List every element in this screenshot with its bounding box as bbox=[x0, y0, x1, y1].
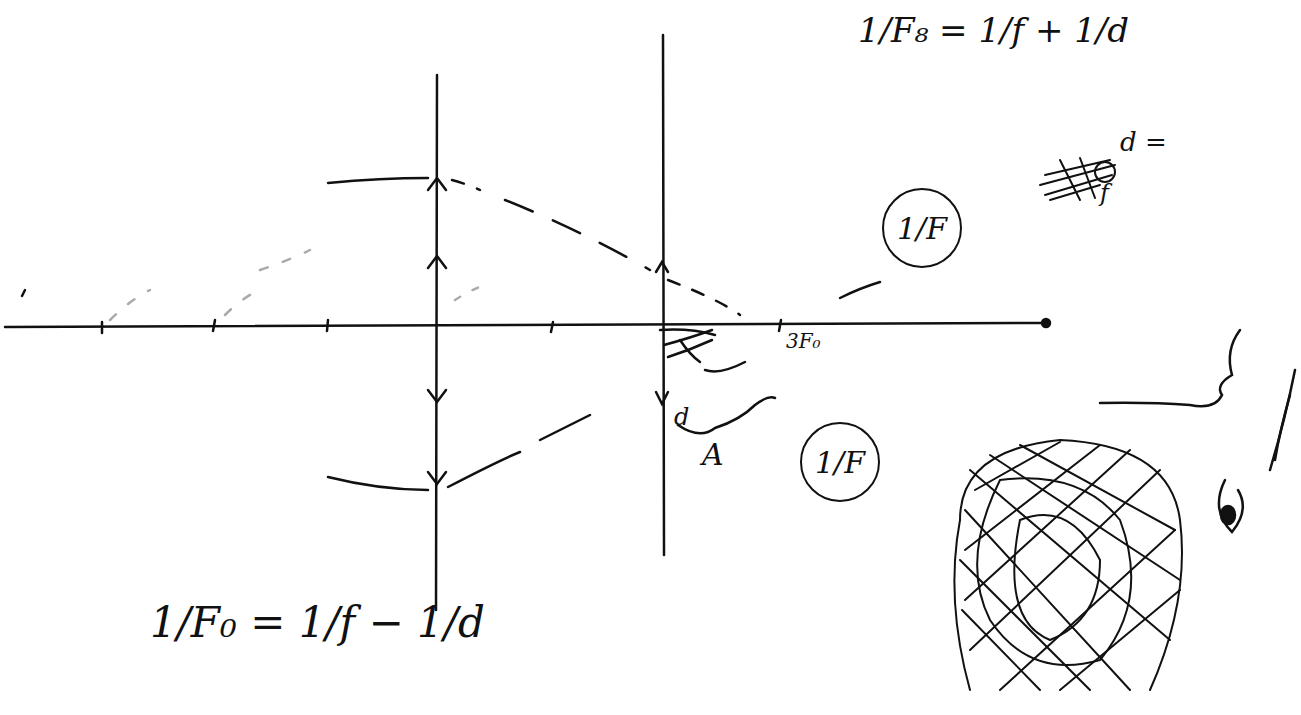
sketch-label: f bbox=[1100, 180, 1109, 206]
circled-term: 1/F bbox=[800, 422, 880, 502]
lens-one bbox=[428, 75, 446, 610]
face-sketch bbox=[1100, 330, 1295, 532]
lens-two bbox=[656, 35, 668, 555]
circled-text: 1/F bbox=[815, 445, 865, 480]
axis-end-dot bbox=[1042, 319, 1050, 327]
optical-axis bbox=[5, 323, 1048, 327]
ray-sketch bbox=[110, 178, 880, 490]
sketch-label: d bbox=[674, 404, 689, 430]
sketch-label: d = bbox=[1120, 128, 1167, 157]
lens-equation: 1/F₈ = 1/f + 1/d bbox=[858, 12, 1129, 49]
scribble-head bbox=[954, 440, 1182, 690]
lens-equation: 1/F₀ = 1/f − 1/d bbox=[150, 600, 485, 646]
circled-term: 1/F bbox=[882, 188, 962, 268]
sketch-label: 3F₀ bbox=[786, 330, 821, 352]
tick-marks bbox=[22, 290, 781, 333]
circled-text: 1/F bbox=[897, 211, 947, 246]
sketch-label: A bbox=[702, 438, 724, 471]
